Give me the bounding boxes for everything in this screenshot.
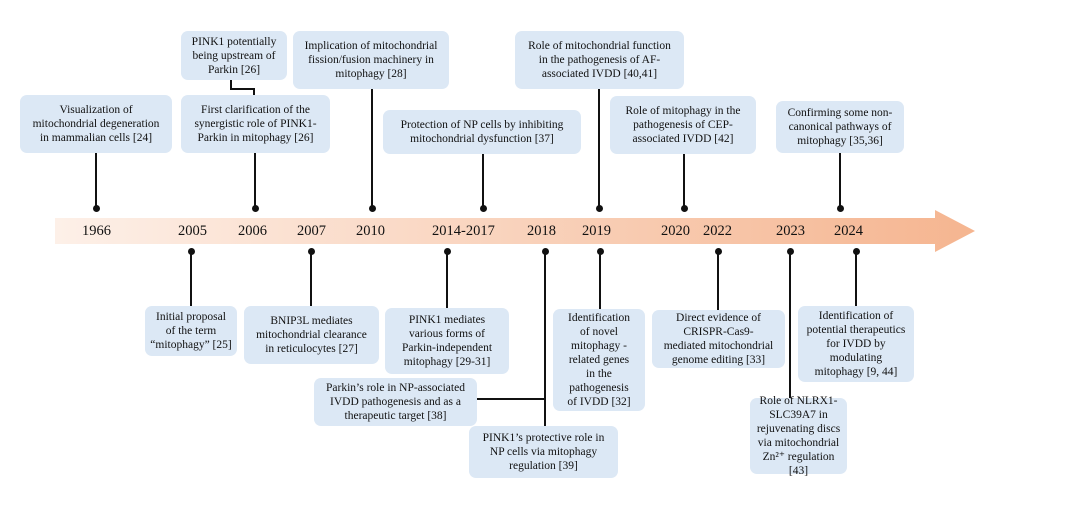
year-label: 2020 bbox=[661, 223, 690, 239]
connector-dot bbox=[680, 205, 688, 212]
event-box: Role of mitophagy in the pathogenesis of… bbox=[610, 96, 756, 154]
connector-dot bbox=[836, 205, 844, 212]
connector-line bbox=[839, 153, 841, 208]
event-box: Visualization of mitochondrial degenerat… bbox=[20, 95, 172, 153]
connector-dot bbox=[595, 205, 603, 212]
connector-line bbox=[95, 153, 97, 208]
event-box: Identification of novel mitophagy - rela… bbox=[553, 309, 645, 411]
connector-dot bbox=[368, 205, 376, 212]
connector-line bbox=[789, 251, 791, 398]
event-box: Protection of NP cells by inhibiting mit… bbox=[383, 110, 581, 154]
event-box: PINK1 mediates various forms of Parkin-i… bbox=[385, 308, 509, 374]
year-label: 2024 bbox=[834, 223, 863, 239]
connector-line bbox=[482, 154, 484, 208]
event-box: Identification of potential therapeutics… bbox=[798, 306, 914, 382]
event-box: Confirming some non- canonical pathways … bbox=[776, 101, 904, 153]
event-box: First clarification of the synergistic r… bbox=[181, 95, 330, 153]
event-box: PINK1 potentially being upstream of Park… bbox=[181, 31, 287, 80]
connector-dot bbox=[251, 205, 259, 212]
event-box: Parkin’s role in NP-associated IVDD path… bbox=[314, 378, 477, 426]
event-box: Initial proposal of the term “mitophagy”… bbox=[145, 306, 237, 356]
connector-dot bbox=[479, 205, 487, 212]
event-box: Implication of mitochondrial fission/fus… bbox=[293, 31, 449, 89]
year-label: 2023 bbox=[776, 223, 805, 239]
event-box: Role of NLRX1- SLC39A7 in rejuvenating d… bbox=[750, 395, 847, 477]
connector-dot bbox=[92, 205, 100, 212]
year-label: 2007 bbox=[297, 223, 326, 239]
year-label: 2006 bbox=[238, 223, 267, 239]
year-label: 2022 bbox=[703, 223, 732, 239]
event-box: Role of mitochondrial function in the pa… bbox=[515, 31, 684, 89]
connector-line bbox=[310, 251, 312, 306]
event-box: PINK1’s protective role in NP cells via … bbox=[469, 426, 618, 478]
year-label: 2018 bbox=[527, 223, 556, 239]
year-label: 2014-2017 bbox=[432, 223, 495, 239]
connector-line bbox=[598, 89, 600, 208]
connector-line bbox=[599, 251, 601, 309]
bracket-line bbox=[230, 80, 232, 89]
connector-line bbox=[190, 251, 192, 306]
event-box: BNIP3L mediates mitochondrial clearance … bbox=[244, 306, 379, 364]
connector-line bbox=[477, 398, 545, 400]
bracket-line bbox=[253, 88, 255, 95]
event-box: Direct evidence of CRISPR-Cas9- mediated… bbox=[652, 310, 785, 368]
connector-line bbox=[544, 251, 546, 426]
connector-line bbox=[254, 153, 256, 208]
year-label: 2010 bbox=[356, 223, 385, 239]
bracket-line bbox=[230, 88, 255, 90]
connector-line bbox=[371, 89, 373, 208]
year-label: 2005 bbox=[178, 223, 207, 239]
connector-line bbox=[683, 154, 685, 208]
connector-line bbox=[855, 251, 857, 306]
connector-line bbox=[717, 251, 719, 310]
year-label: 1966 bbox=[82, 223, 111, 239]
year-label: 2019 bbox=[582, 223, 611, 239]
connector-line bbox=[446, 251, 448, 308]
